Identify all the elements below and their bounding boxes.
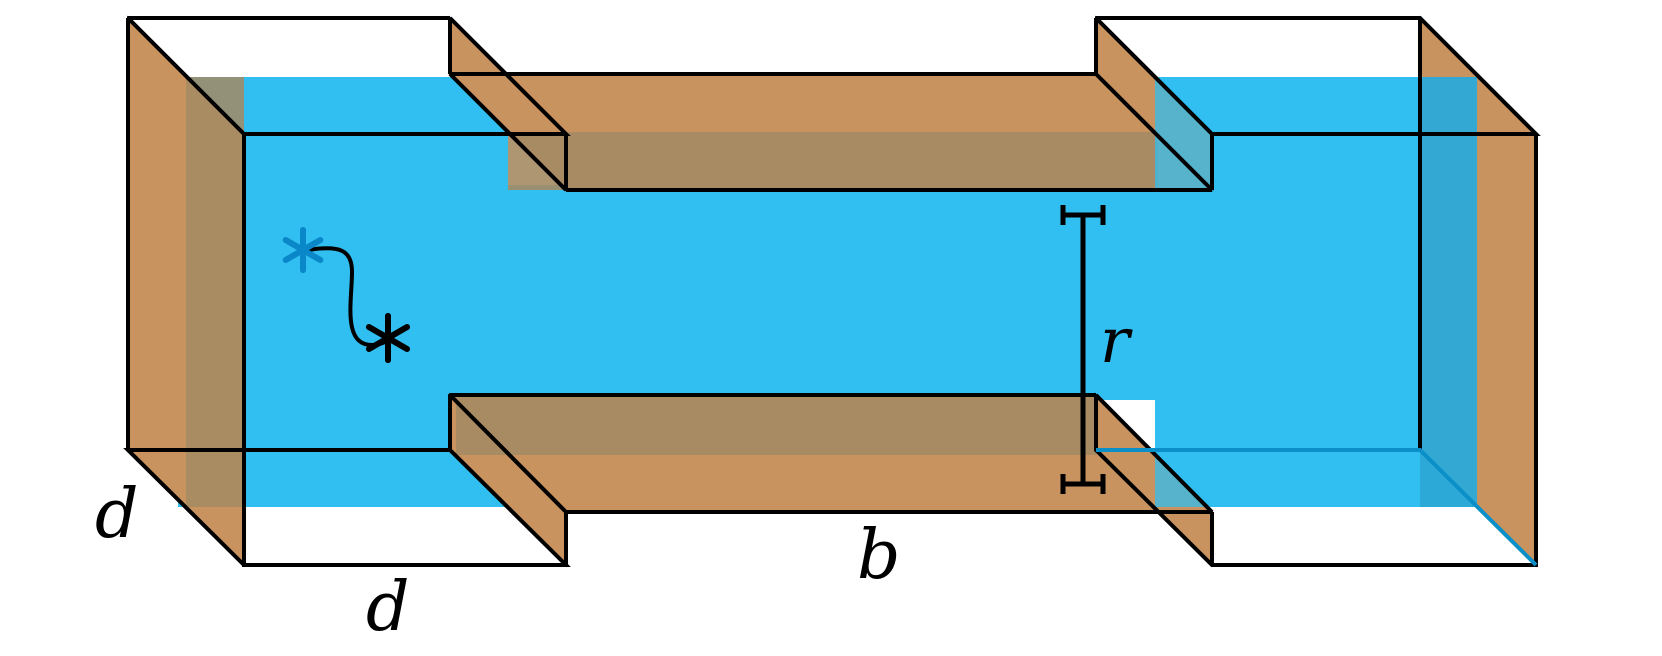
asterisk-stroke xyxy=(365,335,391,352)
asterisk-stroke xyxy=(385,324,411,341)
asterisk-stroke xyxy=(385,335,411,352)
water-channel xyxy=(500,185,1160,400)
channel xyxy=(447,73,1215,513)
asterisk-icon xyxy=(282,227,324,273)
asterisk-stroke xyxy=(365,324,391,341)
label-b: b xyxy=(857,516,901,595)
channel-top-wall-shadow xyxy=(508,132,1158,190)
radius-dimension xyxy=(1060,205,1106,494)
label-r: r xyxy=(1100,304,1133,377)
channel-bottom-wall-shadow xyxy=(456,397,1096,455)
outlines xyxy=(123,16,1541,567)
right-chamber xyxy=(1095,15,1537,568)
trajectory xyxy=(282,227,411,363)
label-d-bottom: d xyxy=(366,568,410,647)
left-back-wall-shadow xyxy=(186,77,244,507)
right-back-wall-shadow xyxy=(1420,77,1477,507)
label-d-left: d xyxy=(95,475,139,554)
asterisk-icon xyxy=(365,313,411,363)
